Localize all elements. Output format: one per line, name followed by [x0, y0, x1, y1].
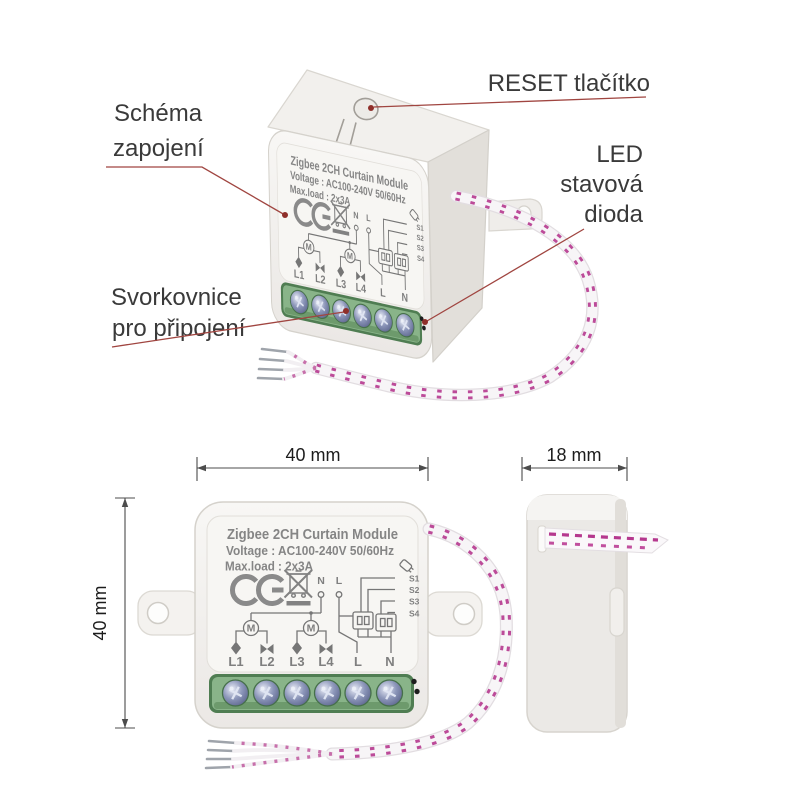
height-value: 40 mm	[90, 585, 110, 640]
schema-label-line2: zapojení	[113, 135, 204, 162]
ribbon-cable-front	[325, 522, 513, 761]
led-label-line3: dioda	[584, 201, 643, 228]
schema-label-line1: Schéma	[114, 100, 203, 127]
mounting-ear-left	[137, 590, 203, 636]
terminal-pointer-line	[111, 311, 345, 348]
mounting-ear-right	[423, 591, 483, 637]
dimension-width: 40 mm	[196, 445, 429, 481]
depth-value: 18 mm	[546, 445, 601, 465]
front-view	[137, 502, 513, 770]
schema-pointer-line	[106, 166, 286, 216]
connection-wires-photo	[256, 347, 318, 381]
schema-pointer-dot	[282, 212, 288, 218]
annotations: Schéma zapojení RESET tlačítko LED stavo…	[106, 70, 650, 348]
reset-pointer-dot	[368, 105, 374, 111]
dimensions: 40 mm 18 mm 40 mm	[90, 445, 628, 729]
side-top-bevel	[527, 495, 627, 520]
annotation-terminal-block: Svorkovnice pro připojení	[111, 284, 349, 348]
device-side-face	[427, 129, 490, 363]
ribbon-cable-side	[544, 527, 669, 554]
led-label-line1: LED	[596, 141, 643, 168]
photo-view	[256, 69, 599, 402]
side-ear-notch	[609, 587, 625, 637]
dimension-depth: 18 mm	[521, 445, 628, 481]
ribbon-cable-photo	[309, 189, 599, 402]
led-pointer-line	[426, 228, 585, 322]
side-view	[526, 494, 669, 733]
annotation-led: LED stavová dioda	[422, 141, 644, 325]
width-value: 40 mm	[285, 445, 340, 465]
annotation-reset: RESET tlačítko	[368, 70, 650, 111]
connection-wires-front	[204, 739, 334, 770]
dimension-height: 40 mm	[90, 497, 135, 729]
led-pointer-dot	[422, 319, 428, 325]
annotation-schema: Schéma zapojení	[106, 100, 288, 218]
reset-pointer-line	[373, 96, 647, 108]
terminal-label-line2: pro připojení	[112, 315, 246, 342]
terminal-label-line1: Svorkovnice	[111, 284, 242, 311]
device-face-photo	[268, 127, 432, 362]
terminal-pointer-dot	[343, 308, 349, 314]
reset-label: RESET tlačítko	[488, 70, 650, 97]
led-label-line2: stavová	[560, 171, 643, 198]
device-face-front	[195, 502, 428, 728]
